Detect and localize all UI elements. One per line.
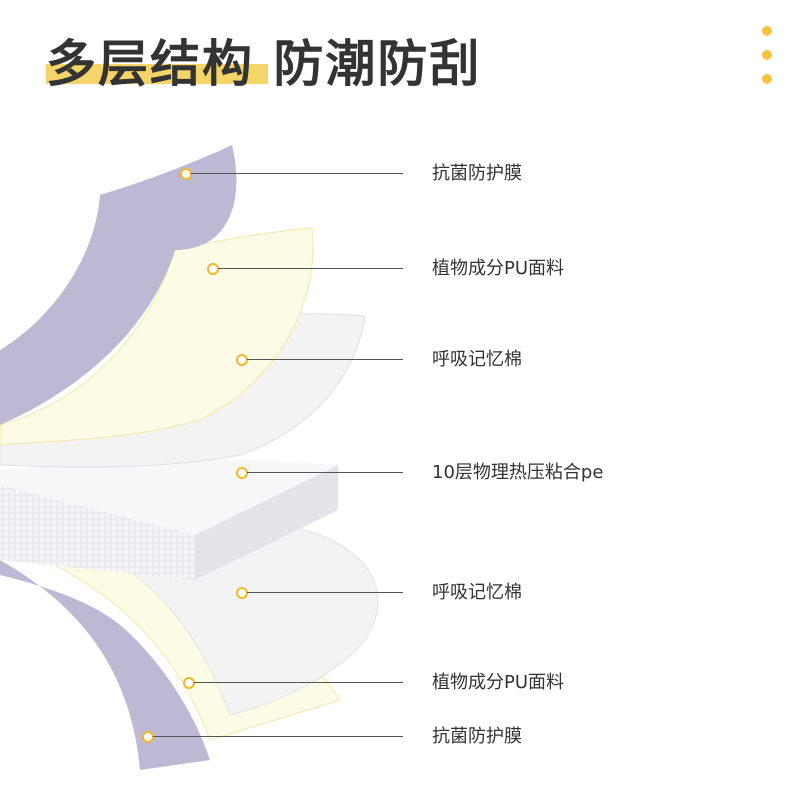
pe-block-front	[0, 485, 195, 580]
marker-dot	[183, 677, 195, 689]
top-film-layer	[0, 145, 237, 425]
layer-label: 呼吸记忆棉	[432, 582, 522, 603]
marker-dot	[207, 263, 219, 275]
layer-label: 抗菌防护膜	[432, 163, 522, 184]
title-highlight	[46, 64, 268, 84]
leader-line	[247, 359, 403, 360]
leader-line	[194, 682, 403, 683]
layer-label: 呼吸记忆棉	[432, 349, 522, 370]
leader-line	[247, 472, 403, 473]
marker-dot	[142, 731, 154, 743]
leader-line	[191, 173, 403, 174]
marker-dot	[236, 354, 248, 366]
dot	[762, 26, 772, 36]
layer-label: 10层物理热压粘合pe	[432, 462, 604, 483]
layer-label: 抗菌防护膜	[432, 726, 522, 747]
dot	[762, 50, 772, 60]
marker-dot	[236, 467, 248, 479]
dot	[762, 74, 772, 84]
page-title: 多层结构 防潮防刮	[46, 35, 482, 93]
pe-block-top	[0, 455, 338, 535]
leader-line	[153, 736, 403, 737]
marker-dot	[236, 587, 248, 599]
pe-block-side	[195, 465, 338, 580]
leader-line	[247, 592, 403, 593]
leader-line	[218, 268, 403, 269]
layer-label: 植物成分PU面料	[432, 258, 565, 279]
bottom-film-layer	[0, 560, 210, 770]
vertical-dots-icon[interactable]	[762, 26, 772, 98]
marker-dot	[180, 168, 192, 180]
layer-label: 植物成分PU面料	[432, 672, 565, 693]
top-pu-layer	[0, 227, 314, 446]
